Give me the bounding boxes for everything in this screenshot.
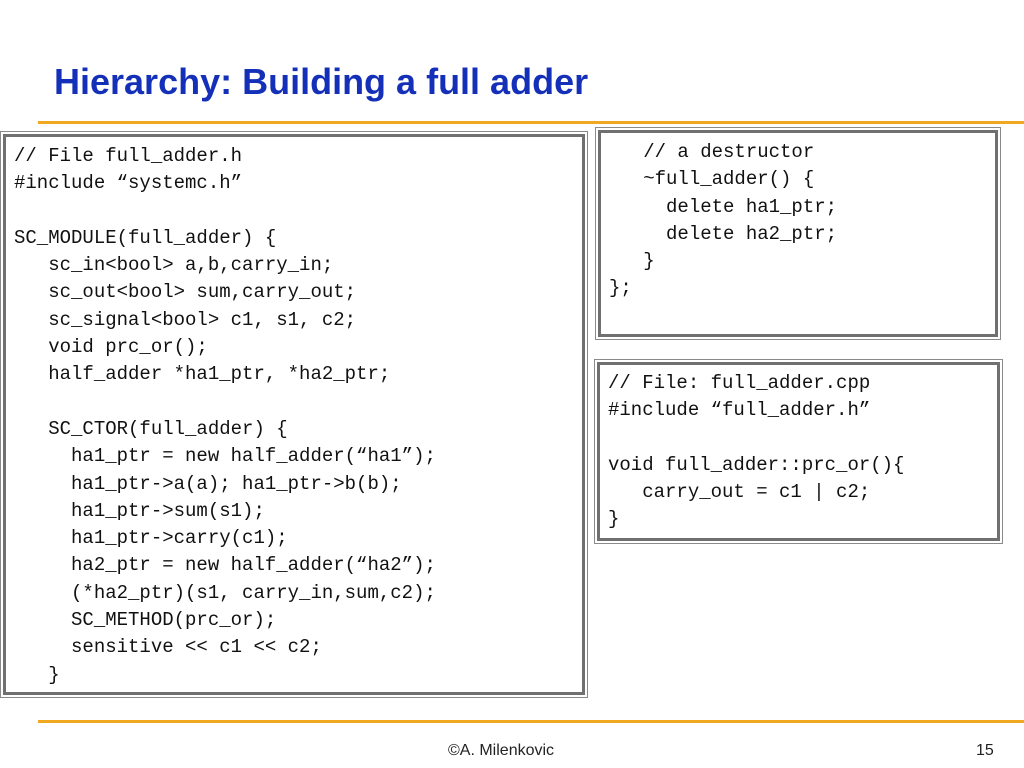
code-line: void full_adder::prc_or(){ [608, 453, 905, 476]
code-line: #include “systemc.h” [14, 172, 243, 195]
code-line: SC_CTOR(full_adder) { [14, 417, 288, 440]
code-line: ha2_ptr = new half_adder(“ha2”); [14, 554, 436, 577]
code-text-destructor: // a destructor ~full_adder() { delete h… [609, 139, 995, 303]
code-line: } [609, 250, 655, 273]
code-text-full-adder-header: // File full_adder.h #include “systemc.h… [14, 143, 582, 689]
code-line: }; [609, 277, 632, 300]
code-box-full-adder-cpp: // File: full_adder.cpp #include “full_a… [594, 359, 1003, 544]
title-divider [38, 121, 1024, 124]
code-line: sc_signal<bool> c1, s1, c2; [14, 308, 357, 331]
code-line: (*ha2_ptr)(s1, carry_in,sum,c2); [14, 581, 436, 604]
footer-author: ©A. Milenkovic [448, 742, 555, 759]
code-line: SC_METHOD(prc_or); [14, 609, 277, 632]
code-line: // a destructor [609, 141, 815, 163]
code-line: // File full_adder.h [14, 145, 243, 167]
code-line: ha1_ptr->carry(c1); [14, 527, 288, 550]
code-line: ~full_adder() { [609, 168, 815, 191]
code-line: half_adder *ha1_ptr, *ha2_ptr; [14, 363, 391, 386]
code-text-full-adder-cpp: // File: full_adder.cpp #include “full_a… [608, 370, 997, 534]
code-line: #include “full_adder.h” [608, 399, 871, 422]
code-line: } [14, 663, 60, 686]
code-line: SC_MODULE(full_adder) { [14, 226, 277, 249]
code-line: sensitive << c1 << c2; [14, 636, 322, 659]
code-line: delete ha2_ptr; [609, 222, 838, 245]
code-line: sc_out<bool> sum,carry_out; [14, 281, 357, 304]
code-line: } [608, 508, 620, 531]
code-line: sc_in<bool> a,b,carry_in; [14, 254, 334, 277]
code-line: // File: full_adder.cpp [608, 372, 871, 394]
code-line: void prc_or(); [14, 336, 208, 359]
code-line: ha1_ptr->a(a); ha1_ptr->b(b); [14, 472, 402, 495]
code-line: ha1_ptr->sum(s1); [14, 499, 265, 522]
code-box-full-adder-header: // File full_adder.h #include “systemc.h… [0, 131, 588, 698]
code-box-destructor: // a destructor ~full_adder() { delete h… [595, 127, 1001, 340]
page-number: 15 [976, 742, 994, 759]
slide-title: Hierarchy: Building a full adder [54, 61, 589, 102]
footer-divider [38, 720, 1024, 723]
code-line: ha1_ptr = new half_adder(“ha1”); [14, 445, 436, 468]
code-line: delete ha1_ptr; [609, 195, 838, 218]
code-line: carry_out = c1 | c2; [608, 481, 871, 504]
